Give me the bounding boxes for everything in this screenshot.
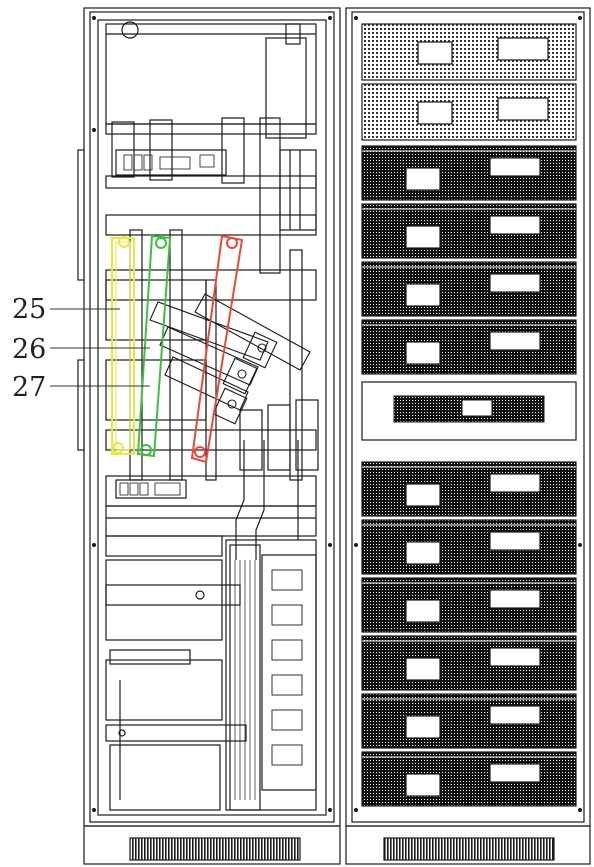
power-module (361, 145, 577, 201)
power-module (361, 319, 577, 375)
red-busbar (190, 234, 244, 464)
callout-label-25: 25 (12, 294, 46, 325)
green-busbar (136, 234, 172, 458)
power-module (361, 261, 577, 317)
yellow-busbar (111, 236, 135, 455)
top-module (361, 23, 577, 81)
right-cabinet (345, 7, 591, 865)
power-module (361, 519, 577, 575)
power-module (361, 577, 577, 633)
power-module (361, 203, 577, 259)
callout-label-26: 26 (12, 334, 46, 365)
power-module-stack (361, 23, 577, 807)
power-module (361, 635, 577, 691)
power-module (361, 461, 577, 517)
callout-label-27: 27 (12, 372, 46, 403)
power-module (361, 693, 577, 749)
top-module (361, 83, 577, 141)
control-panel (361, 381, 577, 441)
power-module (361, 751, 577, 807)
callouts (50, 308, 150, 387)
left-cabinet (77, 7, 341, 865)
